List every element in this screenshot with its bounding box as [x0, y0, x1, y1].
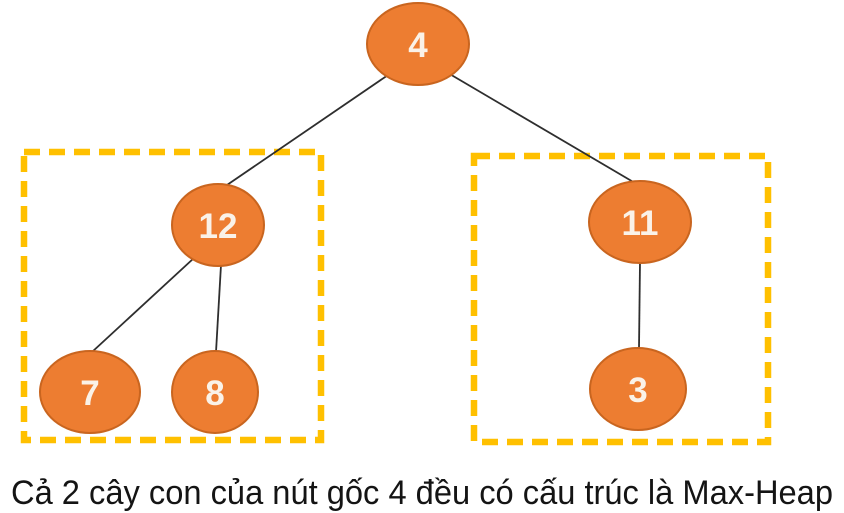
- node-8-ellipse: [171, 350, 259, 434]
- tree-node-12: 12: [171, 183, 265, 267]
- node-3-label: 3: [628, 371, 647, 410]
- node-4-label: 4: [408, 26, 428, 65]
- figure-caption: Cả 2 cây con của nút gốc 4 đều có cấu tr…: [11, 474, 833, 512]
- node-8-label: 8: [205, 374, 224, 413]
- node-12-ellipse: [171, 183, 265, 267]
- edge-4-11: [447, 72, 636, 184]
- node-3-ellipse: [589, 347, 687, 431]
- right-subtree-box: [470, 152, 772, 446]
- tree-node-3: 3: [589, 347, 687, 431]
- tree-node-7: 7: [39, 350, 141, 434]
- edge-12-7: [91, 257, 195, 353]
- left-subtree-box: [20, 148, 325, 444]
- node-11-label: 11: [622, 204, 659, 243]
- node-7-ellipse: [39, 350, 141, 434]
- edge-11-3: [638, 261, 641, 349]
- node-4-ellipse: [366, 2, 470, 86]
- tree-node-11: 11: [588, 180, 692, 264]
- tree-node-8: 8: [171, 350, 259, 434]
- node-11-ellipse: [588, 180, 692, 264]
- node-7-label: 7: [80, 374, 99, 413]
- edge-4-12: [226, 72, 392, 186]
- edge-12-8: [215, 264, 222, 353]
- tree-node-4: 4: [366, 2, 470, 86]
- node-12-label: 12: [199, 207, 238, 246]
